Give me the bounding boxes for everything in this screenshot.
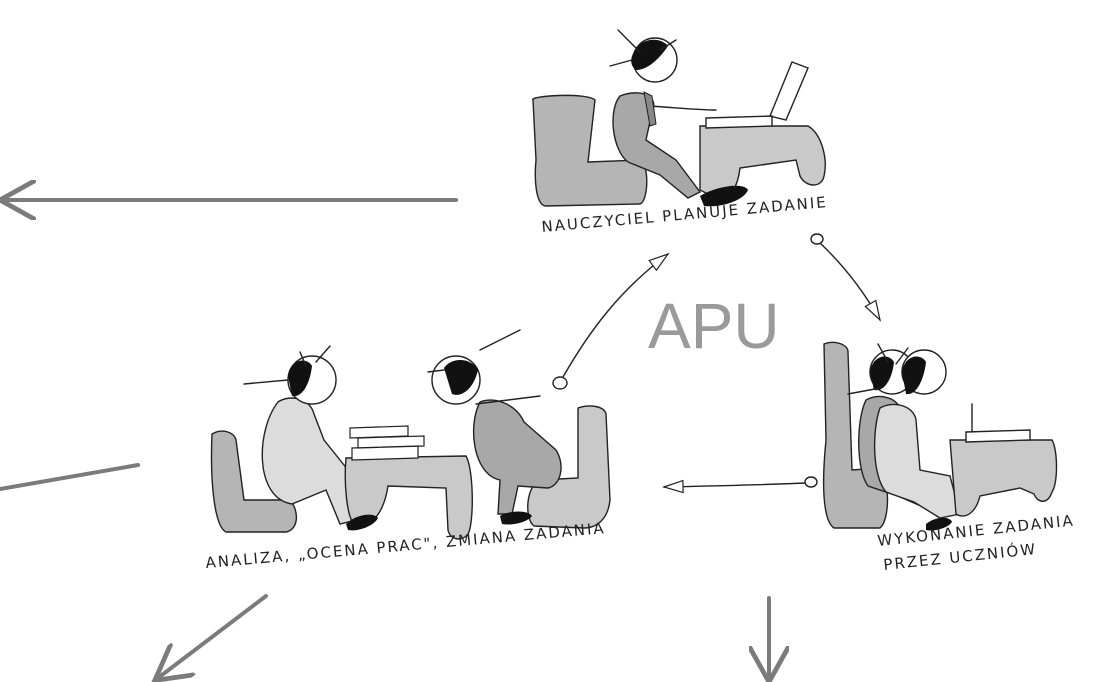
students-caption-line1: WYKONANIE ZADANIA bbox=[877, 511, 1076, 550]
students-laptop bbox=[965, 429, 1031, 443]
analysis-desk bbox=[344, 455, 473, 540]
teacher-tie bbox=[643, 91, 657, 127]
paper-stack bbox=[349, 425, 425, 461]
scene-teacher-planning: NAUCZYCIEL PLANUJE ZADANIE bbox=[532, 29, 828, 236]
analysis-right-hair bbox=[444, 359, 478, 395]
arrow-down-left bbox=[158, 594, 268, 678]
students-desk bbox=[949, 439, 1058, 517]
cycle-arrows bbox=[552, 233, 881, 494]
analysis-left-hair bbox=[288, 360, 312, 397]
analysis-right-body bbox=[472, 399, 562, 515]
center-label: APU bbox=[648, 290, 780, 362]
outer-arrows bbox=[0, 200, 769, 678]
teacher-chair bbox=[532, 94, 648, 207]
analysis-shoe-left bbox=[346, 514, 378, 531]
analysis-shoe-right bbox=[500, 511, 532, 525]
scene-analysis-grading: ANALIZA, „OCENA PRAC", ZMIANA ZADANIA bbox=[205, 329, 611, 572]
students-shoe bbox=[926, 517, 952, 531]
student-back-hair bbox=[870, 356, 894, 391]
scene-students-working: WYKONANIE ZADANIA PRZEZ UCZNIÓW bbox=[822, 341, 1076, 574]
cycle-arrow-students-to-analysis bbox=[662, 476, 818, 494]
line-left-middle bbox=[0, 463, 140, 491]
teacher-arm bbox=[649, 105, 717, 111]
teacher-shoe bbox=[700, 185, 748, 207]
cycle-arrow-teacher-to-students bbox=[810, 233, 881, 322]
student-front-hair bbox=[902, 356, 926, 395]
teacher-hair bbox=[631, 39, 668, 70]
cycle-arrow-analysis-to-teacher bbox=[552, 252, 670, 390]
teacher-laptop bbox=[705, 61, 809, 129]
teacher-body bbox=[612, 92, 702, 199]
analysis-left-chair bbox=[210, 430, 297, 533]
analysis-right-chair bbox=[527, 405, 611, 529]
